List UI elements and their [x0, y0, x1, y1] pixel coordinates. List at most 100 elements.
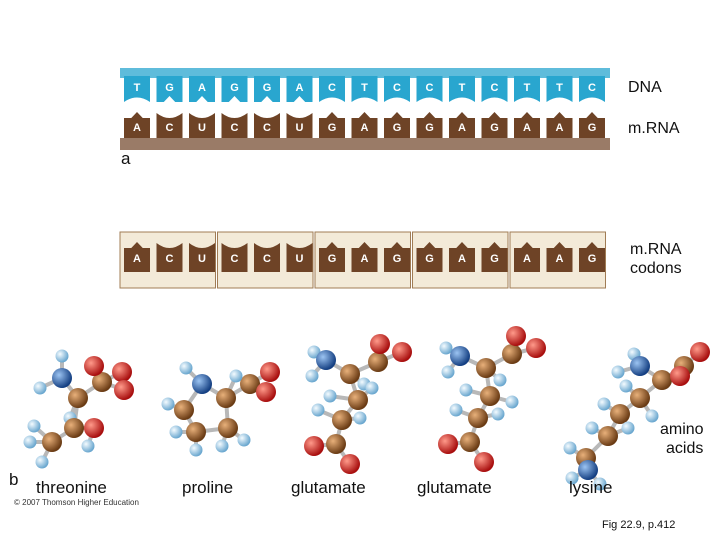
- dna-base-tile: [221, 76, 248, 102]
- dna-base-letter: G: [165, 82, 174, 94]
- hydrogen-atom: [585, 421, 599, 435]
- carbon-atom: [368, 352, 388, 372]
- oxygen-atom: [84, 418, 104, 438]
- mrna-base-tile: [221, 113, 248, 140]
- codon-base-tile: [286, 243, 313, 272]
- nitrogen-atom: [630, 356, 650, 376]
- hydrogen-atom: [491, 407, 505, 421]
- hydrogen-atom: [35, 455, 49, 469]
- amino-acids-label-line1: amino: [660, 421, 704, 438]
- carbon-atom: [42, 432, 62, 452]
- mrna-base-tile: [546, 112, 573, 140]
- dna-base-letter: C: [588, 82, 596, 94]
- codon-base-tile: [384, 242, 410, 272]
- carbon-atom: [174, 400, 194, 420]
- amino-acid-name: threonine: [36, 478, 107, 497]
- codon-base-tile: [416, 242, 443, 272]
- oxygen-atom: [670, 366, 690, 386]
- oxygen-atom: [690, 342, 710, 362]
- carbon-atom: [340, 364, 360, 384]
- carbon-atom: [64, 418, 84, 438]
- codon-base-tile: [481, 242, 508, 272]
- hydrogen-atom: [597, 397, 611, 411]
- carbon-atom: [216, 388, 236, 408]
- dna-base-letter: C: [426, 82, 434, 94]
- mrna-base-letter: G: [490, 122, 499, 134]
- dna-base-tile: [579, 76, 605, 102]
- codons-label-line1: m.RNA: [630, 241, 682, 258]
- panel-a-label: a: [121, 149, 131, 168]
- codon-base-letter: G: [588, 253, 597, 265]
- dna-base-tile: [481, 76, 508, 102]
- dna-base-tile: [319, 76, 345, 102]
- carbon-atom: [186, 422, 206, 442]
- carbon-atom: [68, 388, 88, 408]
- hydrogen-atom: [311, 403, 325, 417]
- hydrogen-atom: [237, 433, 251, 447]
- oxygen-atom: [304, 436, 324, 456]
- codon-base-tile: [156, 243, 183, 272]
- dna-base-tile: [514, 76, 540, 102]
- codons-label-line2: codons: [630, 260, 682, 277]
- mrna-base-letter: A: [523, 122, 531, 134]
- codon-base-letter: G: [393, 253, 402, 265]
- hydrogen-atom: [611, 365, 625, 379]
- hydrogen-atom: [81, 439, 95, 453]
- oxygen-atom: [114, 380, 134, 400]
- dna-base-letter: T: [459, 82, 466, 94]
- mrna-base-letter: C: [231, 122, 239, 134]
- carbon-atom: [502, 344, 522, 364]
- mrna-base-tile: [254, 113, 280, 140]
- nitrogen-atom: [192, 374, 212, 394]
- hydrogen-atom: [55, 349, 69, 363]
- proline-model: [161, 361, 280, 457]
- codon-base-letter: A: [458, 253, 466, 265]
- dna-base-tile: [189, 76, 215, 102]
- mrna-base-letter: G: [588, 122, 597, 134]
- dna-base-tile: [416, 76, 443, 102]
- oxygen-atom: [260, 362, 280, 382]
- hydrogen-atom: [161, 397, 175, 411]
- codon-base-tile: [319, 242, 345, 272]
- codon-base-letter: A: [556, 253, 564, 265]
- carbon-atom: [218, 418, 238, 438]
- oxygen-atom: [112, 362, 132, 382]
- panel-b-label: b: [9, 470, 19, 489]
- carbon-atom: [332, 410, 352, 430]
- codon-base-letter: U: [198, 253, 206, 265]
- codon-base-letter: C: [263, 253, 271, 265]
- carbon-atom: [652, 370, 672, 390]
- nitrogen-atom: [52, 368, 72, 388]
- hydrogen-atom: [441, 365, 455, 379]
- dna-base-letter: A: [296, 82, 304, 94]
- carbon-atom: [476, 358, 496, 378]
- codon-base-tile: [351, 242, 378, 272]
- nitrogen-atom: [450, 346, 470, 366]
- mrna-base-tile: [514, 112, 540, 140]
- dna-base-letter: C: [393, 82, 401, 94]
- mrna-base-letter: G: [328, 122, 337, 134]
- codon-base-tile: [514, 242, 540, 272]
- dna-base-tile: [156, 76, 183, 102]
- oxygen-atom: [526, 338, 546, 358]
- carbon-atom: [610, 404, 630, 424]
- amino-acid-name: lysine: [569, 478, 613, 497]
- copyright-notice: © 2007 Thomson Higher Education: [14, 498, 139, 507]
- mrna-base-letter: U: [198, 122, 206, 134]
- mrna-base-tile: [351, 112, 378, 140]
- dna-base-tile: [254, 76, 280, 102]
- carbon-atom: [326, 434, 346, 454]
- mrna-base-letter: U: [296, 122, 304, 134]
- mrna-base-tile: [384, 112, 410, 140]
- dna-base-letter: T: [524, 82, 531, 94]
- hydrogen-atom: [353, 411, 367, 425]
- oxygen-atom: [340, 454, 360, 474]
- codon-base-letter: G: [425, 253, 434, 265]
- carbon-atom: [240, 374, 260, 394]
- codon-base-tile: [579, 242, 605, 272]
- hydrogen-atom: [27, 419, 41, 433]
- mrna-base-letter: A: [556, 122, 564, 134]
- mrna-base-tile: [481, 112, 508, 140]
